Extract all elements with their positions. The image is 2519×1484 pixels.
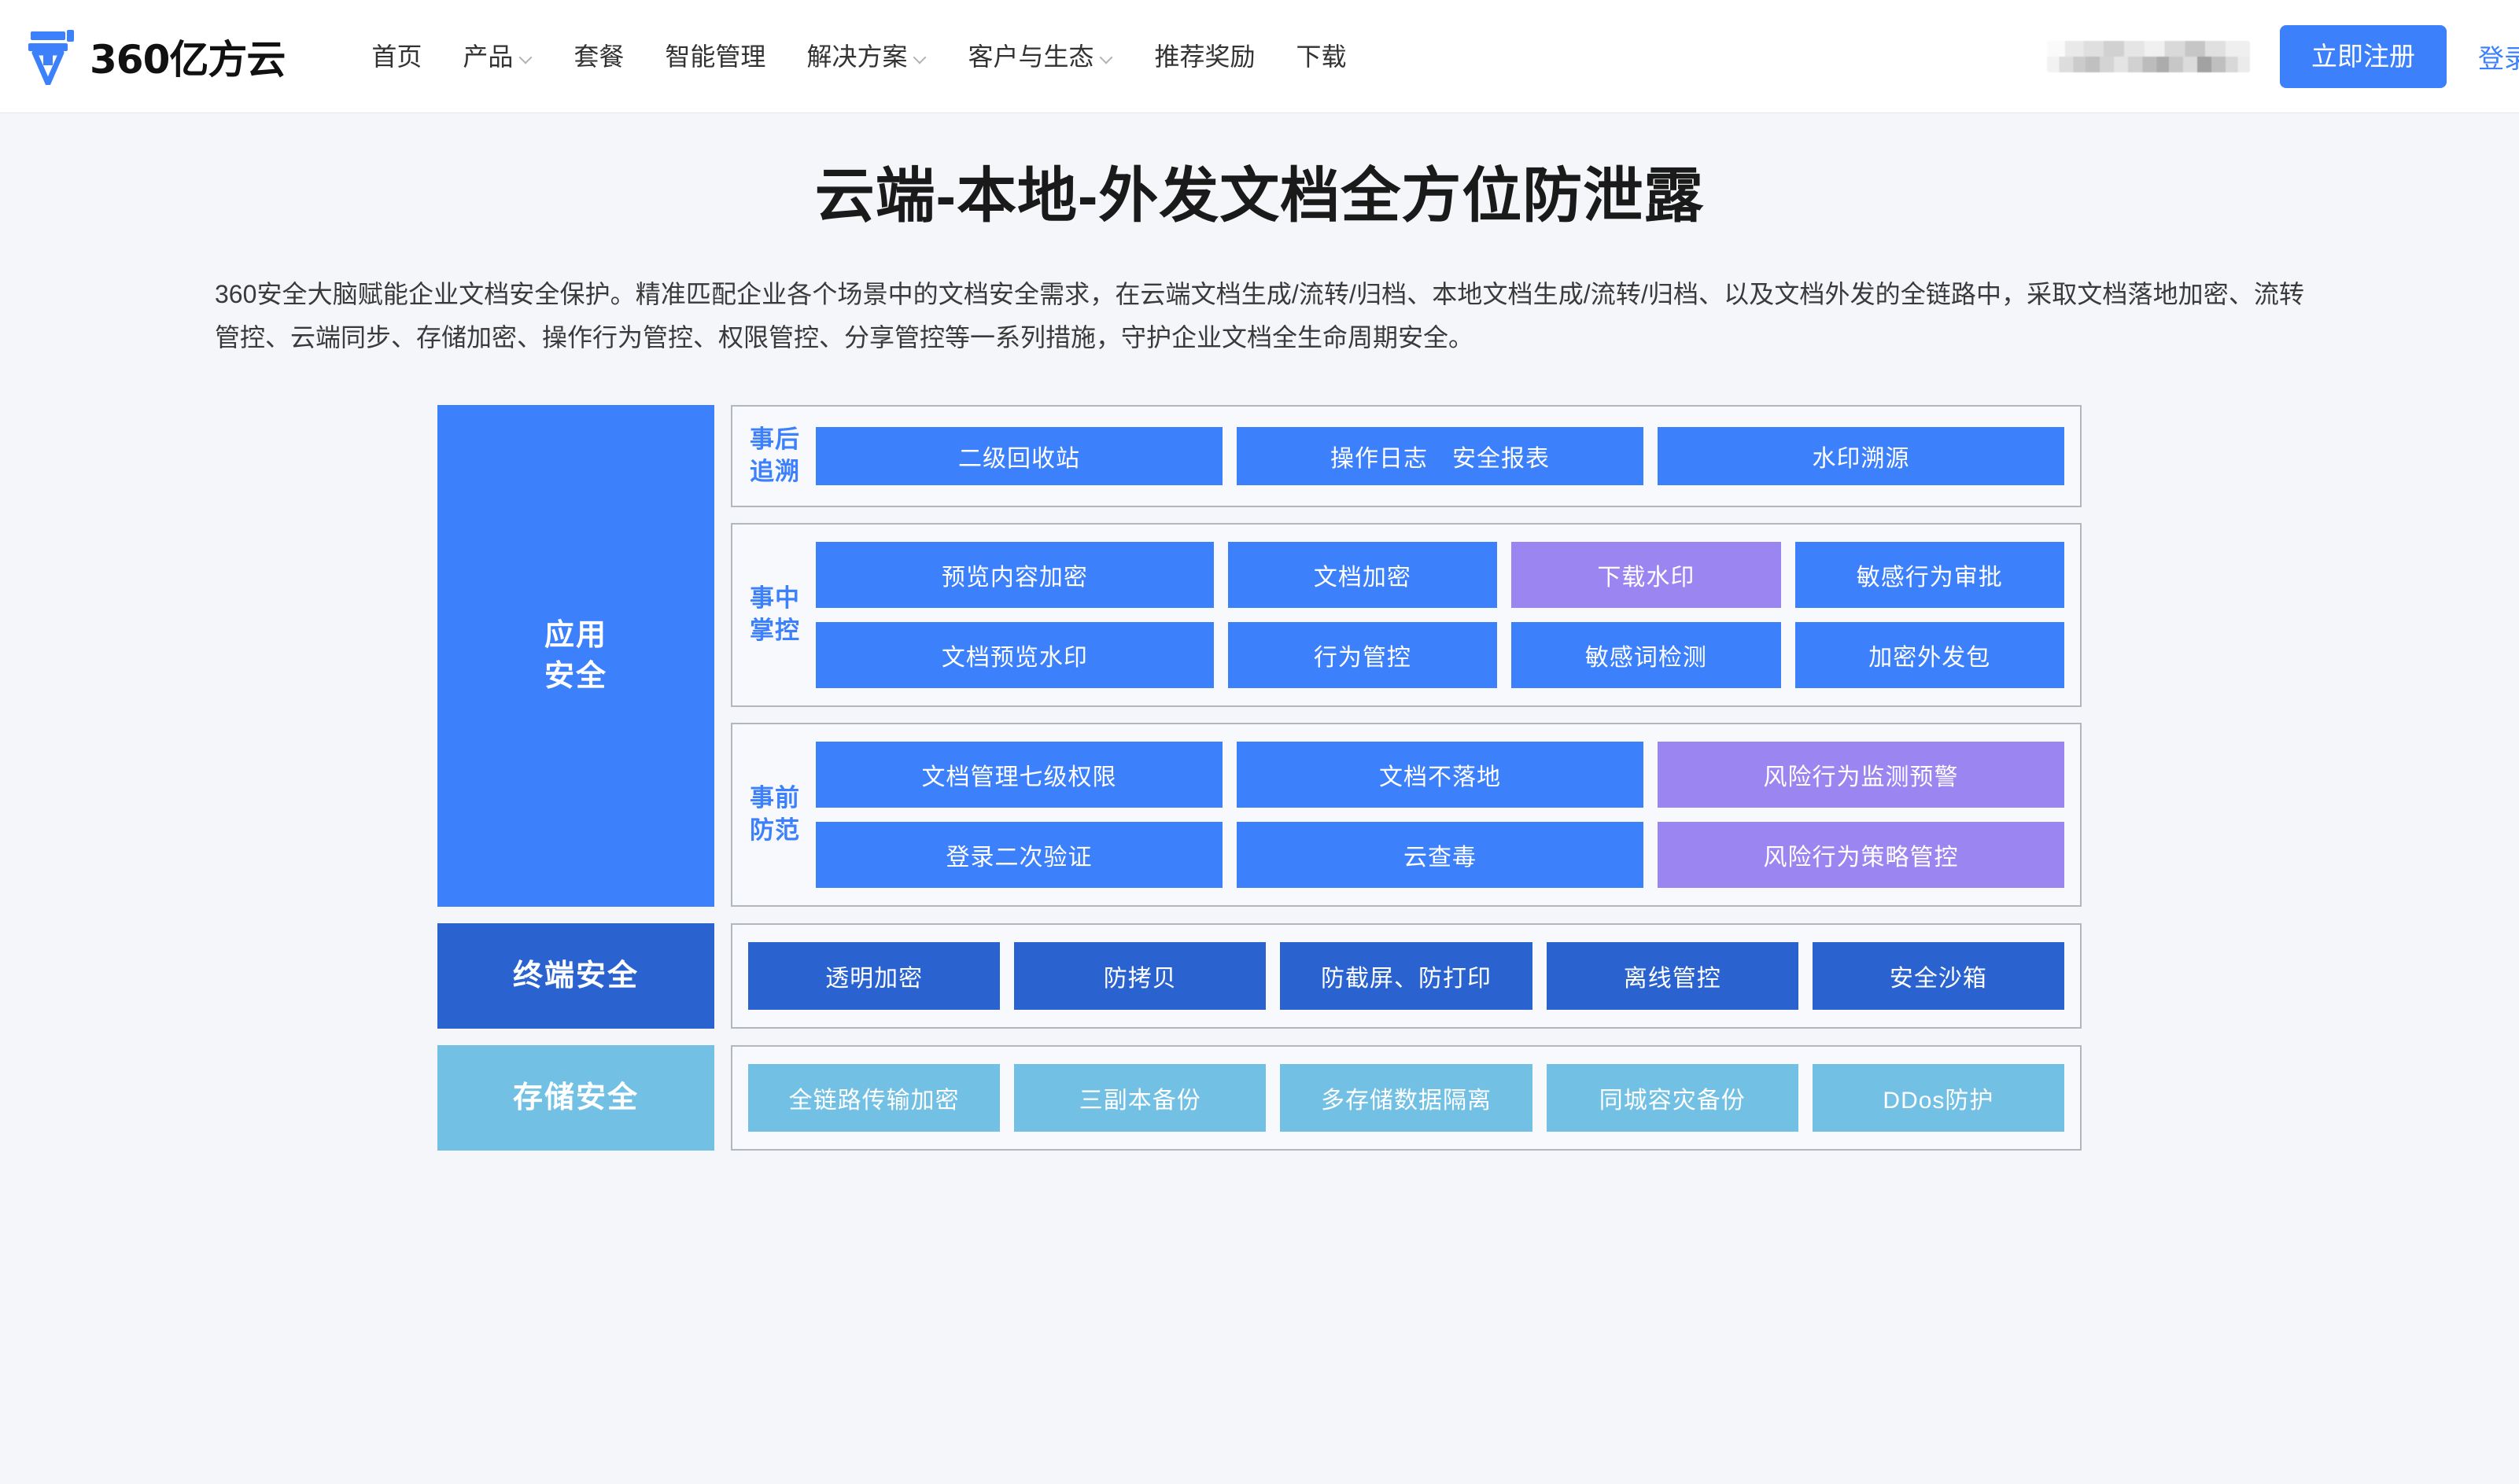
feature-tile[interactable]: 水印溯源 [1658,426,2064,485]
feature-tile[interactable]: 多存储数据隔离 [1280,1063,1532,1132]
nav-item-label: 客户与生态 [968,42,1094,71]
nav-item-solutions[interactable]: 解决方案 [786,44,947,69]
panel-post-incident-traceability: 事后 追溯 二级回收站 操作日志 安全报表 水印溯源 [731,405,2082,507]
layer-label-line2: 安全 [544,659,607,693]
feature-tile[interactable]: 同城容灾备份 [1546,1063,1798,1132]
nav-item-label: 推荐奖励 [1154,42,1256,71]
feature-tile[interactable]: 文档不落地 [1237,741,1643,808]
feature-tile[interactable]: 敏感行为审批 [1794,541,2064,608]
panel-pre-incident-prevention: 事前 防范 文档管理七级权限 文档不落地 风险行为监测预警 登录二次验证 云查毒… [731,722,2082,907]
feature-tile[interactable]: 风险行为策略管控 [1658,821,2064,888]
hero-section: 云端-本地-外发文档全方位防泄露 360安全大脑赋能企业文档安全保护。精准匹配企… [0,113,2519,359]
panel-title: 事中 掌控 [748,583,802,647]
feature-tile[interactable]: 防拷贝 [1014,941,1267,1010]
nav-item-label: 下载 [1296,42,1347,71]
login-link[interactable]: 登录 [2478,44,2519,73]
panel-title-line2: 防范 [750,816,800,844]
nav-item-referral-rewards[interactable]: 推荐奖励 [1134,44,1275,69]
feature-tile[interactable]: 文档加密 [1227,541,1498,608]
site-header: 360亿方云 首页 产品 套餐 智能管理 解决方案 客户与生态 推荐奖励 下载 [0,0,2519,113]
nav-item-home[interactable]: 首页 [351,44,442,69]
nav-item-products[interactable]: 产品 [442,44,553,69]
chevron-down-icon [520,52,533,64]
feature-tile[interactable]: 离线管控 [1546,941,1798,1010]
feature-tile[interactable]: 敏感词检测 [1511,621,1781,688]
tile-row: 透明加密 防拷贝 防截屏、防打印 离线管控 安全沙箱 [748,941,2065,1010]
feature-tile[interactable]: 文档预览水印 [816,621,1214,688]
tile-row: 文档管理七级权限 文档不落地 风险行为监测预警 [816,741,2064,808]
layer-label-terminal-security: 终端安全 [437,922,714,1029]
feature-tile[interactable]: 加密外发包 [1794,621,2064,688]
feature-tile[interactable]: 下载水印 [1511,541,1781,608]
security-architecture-diagram: 应用 安全 事后 追溯 二级回收站 操作日志 安全报表 水印溯源 [437,405,2082,1151]
main-navigation: 首页 产品 套餐 智能管理 解决方案 客户与生态 推荐奖励 下载 [351,44,1366,69]
feature-tile[interactable]: 云查毒 [1237,821,1643,888]
feature-tile[interactable]: 防截屏、防打印 [1280,941,1532,1010]
panel-title-line1: 事前 [750,783,800,812]
layer-label-line1: 应用 [544,618,607,652]
panel-rows: 全链路传输加密 三副本备份 多存储数据隔离 同城容灾备份 DDos防护 [748,1063,2065,1132]
feature-tile[interactable]: 风险行为监测预警 [1658,741,2064,808]
panel-title: 事前 防范 [748,783,802,847]
layer-label-application-security: 应用 安全 [437,405,714,907]
nav-item-label: 产品 [463,42,514,71]
tile-row: 二级回收站 操作日志 安全报表 水印溯源 [816,426,2064,485]
feature-tile[interactable]: 预览内容加密 [816,541,1214,608]
feature-tile[interactable]: DDos防护 [1812,1063,2065,1132]
panel-title-line1: 事中 [750,584,800,612]
feature-tile[interactable]: 透明加密 [748,941,1001,1010]
nav-item-label: 首页 [371,42,422,71]
yifangyun-logo-icon [28,29,74,85]
brand-name: 360亿方云 [90,36,286,83]
page-title: 云端-本地-外发文档全方位防泄露 [814,163,1705,230]
panel-title-line2: 追溯 [750,457,800,485]
nav-item-smart-management[interactable]: 智能管理 [644,44,786,69]
chevron-down-icon [914,52,927,64]
panel-title-line1: 事后 [750,425,800,454]
redacted-account-text [2047,41,2250,72]
panel-storage-features: 全链路传输加密 三副本备份 多存储数据隔离 同城容灾备份 DDos防护 [731,1044,2082,1151]
feature-tile[interactable]: 全链路传输加密 [748,1063,1001,1132]
layer-label-storage-security: 存储安全 [437,1044,714,1151]
panel-in-incident-control: 事中 掌控 预览内容加密 文档加密 下载水印 敏感行为审批 文档预览水印 行为管… [731,522,2082,707]
page-description: 360安全大脑赋能企业文档安全保护。精准匹配企业各个场景中的文档安全需求，在云端… [215,280,2304,352]
panel-rows: 预览内容加密 文档加密 下载水印 敏感行为审批 文档预览水印 行为管控 敏感词检… [816,541,2064,688]
register-button[interactable]: 立即注册 [2280,25,2447,88]
nav-item-plans[interactable]: 套餐 [553,44,644,69]
panel-terminal-features: 透明加密 防拷贝 防截屏、防打印 离线管控 安全沙箱 [731,922,2082,1029]
feature-tile[interactable]: 文档管理七级权限 [816,741,1223,808]
feature-tile[interactable]: 安全沙箱 [1812,941,2065,1010]
nav-item-label: 智能管理 [665,42,766,71]
panel-title-line2: 掌控 [750,616,800,644]
feature-tile[interactable]: 登录二次验证 [816,821,1223,888]
tile-row: 全链路传输加密 三副本备份 多存储数据隔离 同城容灾备份 DDos防护 [748,1063,2065,1132]
storage-panels: 全链路传输加密 三副本备份 多存储数据隔离 同城容灾备份 DDos防护 [731,1044,2082,1151]
panel-rows: 文档管理七级权限 文档不落地 风险行为监测预警 登录二次验证 云查毒 风险行为策… [816,741,2064,888]
panel-title: 事后 追溯 [748,424,802,488]
application-panels: 事后 追溯 二级回收站 操作日志 安全报表 水印溯源 事中 掌控 [731,405,2082,907]
header-actions: 立即注册 登录 [2047,0,2519,113]
tile-row: 预览内容加密 文档加密 下载水印 敏感行为审批 [816,541,2064,608]
nav-item-label: 套餐 [574,42,625,71]
feature-tile[interactable]: 二级回收站 [816,426,1223,485]
brand-logo[interactable]: 360亿方云 [28,28,286,85]
panel-rows: 透明加密 防拷贝 防截屏、防打印 离线管控 安全沙箱 [748,941,2065,1010]
layer-application-security: 应用 安全 事后 追溯 二级回收站 操作日志 安全报表 水印溯源 [437,405,2082,907]
feature-tile[interactable]: 操作日志 安全报表 [1237,426,1643,485]
layer-terminal-security: 终端安全 透明加密 防拷贝 防截屏、防打印 离线管控 安全沙箱 [437,922,2082,1029]
tile-row: 登录二次验证 云查毒 风险行为策略管控 [816,821,2064,888]
nav-item-download[interactable]: 下载 [1275,44,1366,69]
panel-rows: 二级回收站 操作日志 安全报表 水印溯源 [816,426,2064,485]
terminal-panels: 透明加密 防拷贝 防截屏、防打印 离线管控 安全沙箱 [731,922,2082,1029]
nav-item-label: 解决方案 [806,42,908,71]
tile-row: 文档预览水印 行为管控 敏感词检测 加密外发包 [816,621,2064,688]
chevron-down-icon [1101,52,1113,64]
layer-storage-security: 存储安全 全链路传输加密 三副本备份 多存储数据隔离 同城容灾备份 DDos防护 [437,1044,2082,1151]
feature-tile[interactable]: 行为管控 [1227,621,1498,688]
feature-tile[interactable]: 三副本备份 [1014,1063,1267,1132]
nav-item-customers-ecosystem[interactable]: 客户与生态 [947,44,1134,69]
